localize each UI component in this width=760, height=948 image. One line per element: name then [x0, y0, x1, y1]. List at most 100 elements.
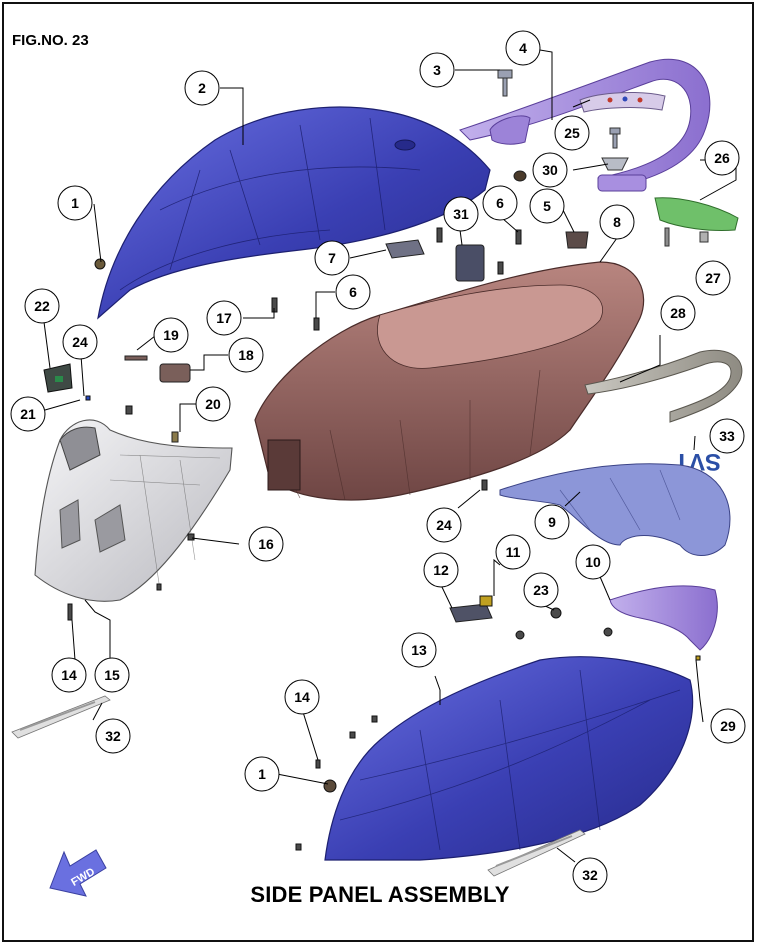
callout-27: 27 [695, 260, 731, 296]
svg-text:19: 19 [163, 327, 179, 343]
callout-1a: 1 [57, 185, 93, 221]
callout-31: 31 [443, 196, 479, 232]
callout-24b: 24 [426, 507, 462, 543]
svg-text:24: 24 [72, 334, 88, 350]
svg-text:20: 20 [205, 396, 221, 412]
svg-text:16: 16 [258, 536, 274, 552]
svg-text:23: 23 [533, 582, 549, 598]
part-5-bracket [565, 231, 589, 249]
part-32-decal-lower [487, 829, 586, 877]
svg-text:25: 25 [564, 125, 580, 141]
part-20-clip [171, 431, 179, 443]
callout-12: 12 [423, 552, 459, 588]
svg-text:6: 6 [496, 195, 504, 211]
svg-text:22: 22 [34, 298, 50, 314]
svg-text:4: 4 [519, 40, 527, 56]
callout-22: 22 [24, 288, 60, 324]
callout-28: 28 [660, 295, 696, 331]
part-19-pin [124, 355, 148, 361]
callout-25: 25 [554, 115, 590, 151]
callout-17: 17 [206, 300, 242, 336]
part-32-decal-upper [11, 695, 111, 739]
part-28-grey-rail [584, 349, 743, 423]
svg-text:26: 26 [714, 150, 730, 166]
svg-text:3: 3 [433, 62, 441, 78]
part-26-green-cover [654, 197, 739, 247]
svg-text:18: 18 [238, 347, 254, 363]
svg-text:2: 2 [198, 80, 206, 96]
part-9-inner-cover [499, 463, 731, 556]
part-18-bracket [159, 363, 191, 383]
part-31-pad [455, 244, 485, 282]
svg-text:31: 31 [453, 206, 469, 222]
callout-20: 20 [195, 386, 231, 422]
svg-text:8: 8 [613, 214, 621, 230]
svg-text:9: 9 [548, 514, 556, 530]
callout-7: 7 [314, 240, 350, 276]
callout-6a: 6 [482, 185, 518, 221]
callout-2: 2 [184, 70, 220, 106]
svg-text:7: 7 [328, 250, 336, 266]
callout-21: 21 [10, 396, 46, 432]
callout-26: 26 [704, 140, 740, 176]
svg-text:5: 5 [543, 198, 551, 214]
part-2-upper-side-cover [97, 106, 491, 320]
svg-text:11: 11 [506, 544, 521, 560]
callout-9: 9 [534, 504, 570, 540]
svg-text:15: 15 [104, 667, 120, 683]
callout-6b: 6 [335, 274, 371, 310]
part-12-plate [449, 603, 493, 623]
callout-18: 18 [228, 337, 264, 373]
svg-text:12: 12 [433, 562, 449, 578]
callout-13: 13 [401, 632, 437, 668]
callout-16: 16 [248, 526, 284, 562]
figure-number: FIG.NO. 23 [12, 32, 89, 49]
svg-text:1: 1 [71, 195, 79, 211]
part-4-grab-rail [459, 58, 711, 192]
part-7-latch-plate [385, 239, 425, 259]
callout-5: 5 [529, 188, 565, 224]
svg-text:28: 28 [670, 305, 686, 321]
callout-14a: 14 [51, 657, 87, 693]
svg-text:6: 6 [349, 284, 357, 300]
svg-text:24: 24 [436, 517, 452, 533]
diagram-title: SIDE PANEL ASSEMBLY [250, 882, 510, 907]
svg-text:29: 29 [720, 718, 736, 734]
callout-29: 29 [710, 708, 746, 744]
callout-33: 33 [709, 418, 745, 454]
svg-text:14: 14 [61, 667, 77, 683]
fasteners [67, 227, 701, 851]
part-15-front-lower-cover [34, 419, 233, 602]
callout-19: 19 [153, 317, 189, 353]
part-30-grommet [513, 127, 629, 182]
callout-4: 4 [505, 30, 541, 66]
callout-8: 8 [599, 204, 635, 240]
svg-text:10: 10 [585, 554, 601, 570]
callout-10: 10 [575, 544, 611, 580]
part-25-light-strip [579, 92, 666, 113]
svg-text:1: 1 [258, 766, 266, 782]
svg-text:27: 27 [705, 270, 721, 286]
callouts: 1 2 3 4 5 6 6 7 8 9 10 11 12 13 14 14 15… [10, 30, 746, 893]
callout-23: 23 [523, 572, 559, 608]
svg-text:32: 32 [105, 728, 121, 744]
callout-11: 11 [495, 534, 531, 570]
callout-24a: 24 [62, 324, 98, 360]
callout-14b: 14 [284, 679, 320, 715]
callout-30: 30 [532, 152, 568, 188]
svg-text:30: 30 [542, 162, 558, 178]
callout-1b: 1 [244, 756, 280, 792]
svg-text:14: 14 [294, 689, 310, 705]
part-8-luggage-box [254, 261, 645, 501]
part-13-lower-side-cover [324, 656, 694, 861]
callout-3: 3 [419, 52, 455, 88]
part-3-bolt [497, 69, 513, 97]
svg-text:33: 33 [719, 428, 735, 444]
callout-32b: 32 [572, 857, 608, 893]
svg-text:13: 13 [411, 642, 427, 658]
part-10-side-piece [609, 585, 718, 651]
svg-text:21: 21 [20, 406, 36, 422]
part-22-switch [43, 363, 73, 393]
svg-text:17: 17 [216, 310, 232, 326]
